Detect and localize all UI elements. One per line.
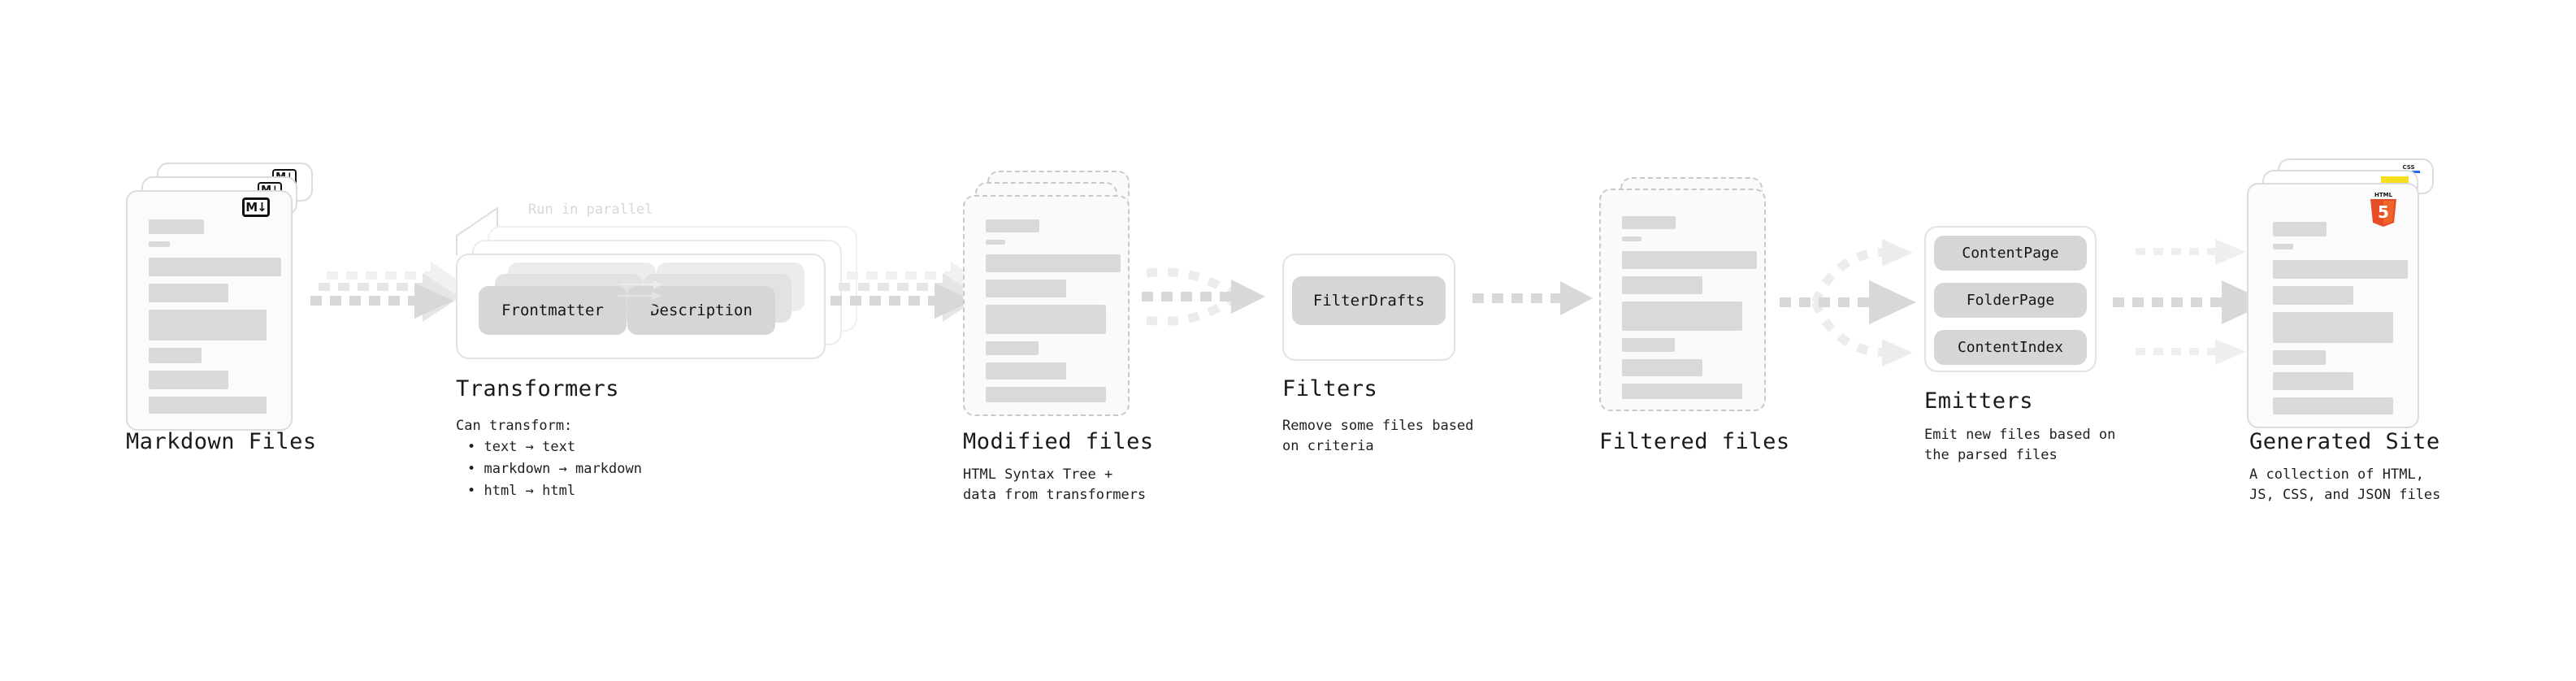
line-block [986,254,1121,272]
line-block [2273,222,2327,236]
line-block [986,305,1106,334]
line-block [986,341,1039,355]
line-block [149,371,228,389]
generated-site-card-stack: CSS HTML 5 [2247,158,2442,435]
line-block [986,387,1106,402]
site-card-lines [2273,222,2408,422]
emitters-subtitle: Emit new files based on the parsed files [1924,427,2116,463]
line-block [986,280,1066,297]
filtered-card-front [1599,189,1766,411]
svg-text:CSS: CSS [2402,164,2414,171]
transformers-bullet-1: • text → text [467,439,576,455]
emitter-pill-contentindex[interactable]: ContentIndex [1934,330,2087,365]
markdown-card-front [126,190,293,431]
line-block [2273,244,2293,249]
line-block [2273,372,2353,390]
svg-text:HTML: HTML [2374,192,2393,198]
transformer-inner-arrows [616,280,663,312]
line-block [986,240,1005,245]
transformers-subtitle: Can transform: [456,418,573,434]
line-block [1622,384,1742,399]
filtered-card-lines [1622,216,1757,406]
line-block [1622,251,1757,269]
stage-title-transformers: Transformers [456,376,620,401]
line-block [149,241,170,247]
stage-title-filters: Filters [1282,376,1378,401]
line-block [1622,236,1641,241]
line-block [1622,216,1676,229]
line-block [2273,312,2393,343]
modified-files-card-stack [963,171,1150,431]
run-in-parallel-label: Run in parallel [528,202,653,218]
line-block [2273,397,2393,414]
filter-pill-filterdrafts[interactable]: FilterDrafts [1292,276,1446,325]
run-in-parallel-brace [456,206,498,255]
modified-card-front [963,195,1130,416]
line-block [1622,301,1742,331]
arrow-emitters-to-site [2113,239,2269,365]
svg-text:5: 5 [2378,202,2389,222]
transformers-bullet-2: • markdown → markdown [467,461,642,477]
line-block [2273,350,2326,365]
line-block [149,284,228,302]
line-block [2273,286,2353,305]
line-block [149,310,267,340]
markdown-files-card-stack: M↓ M↓ M↓ [126,163,313,431]
markdown-card-lines [149,219,281,421]
arrow-markdown-to-transformers [310,262,468,322]
generated-site-subtitle: A collection of HTML, JS, CSS, and JSON … [2249,466,2441,503]
line-block [986,219,1039,232]
line-block [986,362,1066,380]
arrow-modified-to-filters [1142,267,1265,326]
arrow-filters-to-filtered [1472,281,1593,315]
line-block [149,397,267,414]
line-block [1622,338,1675,352]
line-block [149,348,202,363]
stage-title-emitters: Emitters [1924,388,2034,414]
emitter-pill-folderpage[interactable]: FolderPage [1934,283,2087,318]
filtered-files-card-stack [1599,177,1786,437]
line-block [1622,359,1702,376]
stage-title-generated-site: Generated Site [2249,429,2440,454]
line-block [149,219,204,234]
emitter-pill-contentpage[interactable]: ContentPage [1934,236,2087,271]
stage-title-modified-files: Modified files [963,429,1154,454]
modified-card-lines [986,219,1121,410]
modified-files-subtitle: HTML Syntax Tree + data from transformer… [963,466,1147,503]
html5-badge-icon: HTML 5 [2370,192,2396,227]
stage-title-markdown-files: Markdown Files [126,429,317,454]
transformers-bullet-3: • html → html [467,483,576,499]
line-block [149,258,281,276]
transformer-pill-frontmatter[interactable]: Frontmatter [479,286,627,335]
line-block [2273,260,2408,279]
line-block [1622,276,1702,294]
arrow-filtered-to-emitters [1780,239,1916,367]
site-card-front [2247,183,2419,428]
markdown-badge-front: M↓ [242,197,270,217]
filters-subtitle: Remove some files based on criteria [1282,418,1474,454]
stage-title-filtered-files: Filtered files [1599,429,1790,454]
